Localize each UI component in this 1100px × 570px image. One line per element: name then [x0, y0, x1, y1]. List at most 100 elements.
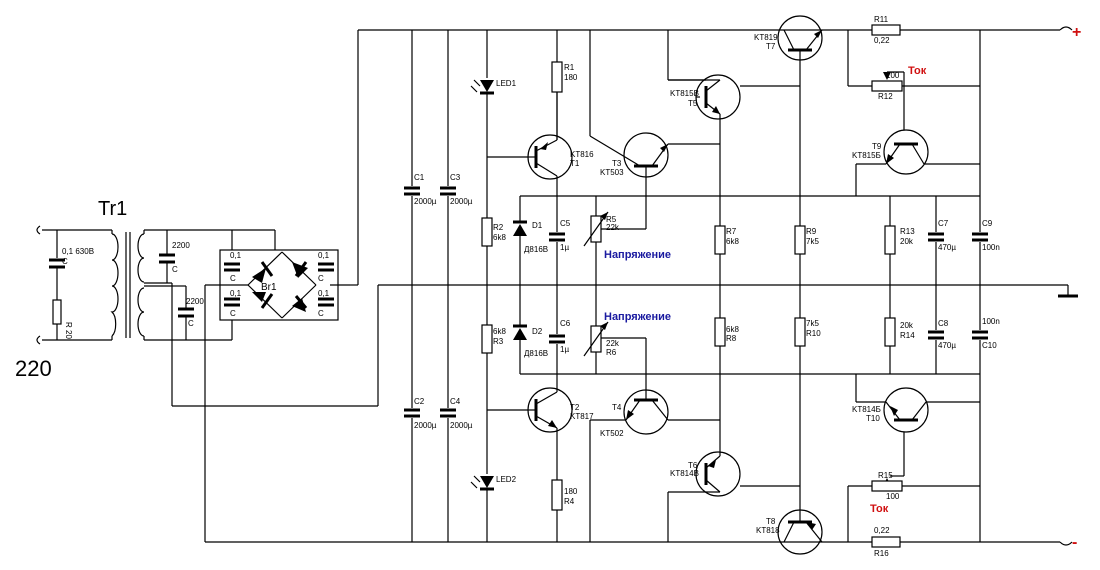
- filter-caps-2200: [159, 230, 194, 340]
- t5-label: T5: [688, 99, 698, 108]
- c1-value: 2000µ: [414, 197, 437, 206]
- r2-label: R2: [493, 223, 504, 232]
- r4-value: 180: [564, 487, 578, 496]
- t1-type: KT816: [570, 150, 594, 159]
- electrolytics: [404, 30, 456, 542]
- r4-label: R4: [564, 497, 575, 506]
- led1-label: LED1: [496, 79, 517, 88]
- r15-value: 100: [886, 492, 900, 501]
- current-limit: [847, 24, 988, 548]
- upper-reference: [513, 30, 980, 285]
- voltage-adjust-label-lower: Напряжение: [604, 311, 671, 323]
- c5-label: C5: [560, 219, 571, 228]
- c2-label: C2: [414, 397, 425, 406]
- c2200b-type: C: [188, 319, 194, 328]
- c2-value: 2000µ: [414, 421, 437, 430]
- positive-terminal-label: +: [1072, 24, 1081, 41]
- c5-value: 1µ: [560, 243, 569, 252]
- c2200b-label: 2200: [186, 297, 204, 306]
- r15-label: R15: [878, 471, 893, 480]
- led-column: [470, 30, 528, 542]
- r1-value: 180: [564, 73, 578, 82]
- r10-value: 7k5: [806, 319, 819, 328]
- input-res-label: R 20: [64, 322, 73, 339]
- c3-value: 2000µ: [450, 197, 473, 206]
- t10-label: T10: [866, 414, 880, 423]
- r3-value: 6k8: [493, 327, 506, 336]
- d2-label: D2: [532, 327, 543, 336]
- t9-label: T9: [872, 142, 882, 151]
- voltage-adjust-label-upper: Напряжение: [604, 249, 671, 261]
- d2-value: Д816В: [524, 349, 548, 358]
- r12-value: 100: [886, 71, 900, 80]
- br-c2-label: 0,1: [230, 289, 242, 298]
- t3-type: KT503: [600, 168, 624, 177]
- br-c2-type: C: [230, 309, 236, 318]
- br-c1-type: C: [230, 274, 236, 283]
- transformer-label: Tr1: [98, 198, 127, 220]
- br-c4-label: 0,1: [318, 289, 330, 298]
- r14-value: 20k: [900, 321, 914, 330]
- negative-terminal-label: -: [1072, 534, 1077, 551]
- r13-value: 20k: [900, 237, 914, 246]
- r10-label: R10: [806, 329, 821, 338]
- mains-input: [36, 225, 113, 345]
- c8-value: 470µ: [938, 341, 956, 350]
- c9-value: 100n: [982, 243, 1000, 252]
- transformer-tr1: [110, 229, 379, 407]
- c4-value: 2000µ: [450, 421, 473, 430]
- r16-value: 0,22: [874, 526, 890, 535]
- current-adjust-label-lower: Ток: [870, 503, 889, 515]
- c10-label: C10: [982, 341, 997, 350]
- current-adjust-label-upper: Ток: [908, 65, 927, 77]
- br-c3-label: 0,1: [318, 251, 330, 260]
- r3-label: R3: [493, 337, 504, 346]
- r7-label: R7: [726, 227, 737, 236]
- c9-label: C9: [982, 219, 993, 228]
- r9-value: 7k5: [806, 237, 819, 246]
- c1-label: C1: [414, 173, 425, 182]
- t10-type: KT814Б: [852, 405, 881, 414]
- d1-value: Д816В: [524, 245, 548, 254]
- r11-label: R11: [874, 15, 889, 24]
- r9-label: R9: [806, 227, 817, 236]
- t8-label: T8: [766, 517, 776, 526]
- bridge-label: Br1: [261, 282, 277, 293]
- bridge-br1: [204, 30, 359, 542]
- t7-label: T7: [766, 42, 776, 51]
- br-c3-type: C: [318, 274, 324, 283]
- c6-value: 1µ: [560, 345, 569, 354]
- c4-label: C4: [450, 397, 461, 406]
- r11-value: 0,22: [874, 36, 890, 45]
- r6-value: 22k: [606, 339, 620, 348]
- t4-label: T4: [612, 403, 622, 412]
- br-c1-label: 0,1: [230, 251, 242, 260]
- br-c4-type: C: [318, 309, 324, 318]
- led2-label: LED2: [496, 475, 517, 484]
- r6-label: R6: [606, 348, 617, 357]
- c2200a-type: C: [172, 265, 178, 274]
- r2-value: 6k8: [493, 233, 506, 242]
- rails: [205, 26, 1078, 546]
- t5-type: KT815В: [670, 89, 699, 98]
- t2-type: KT817: [570, 412, 594, 421]
- t6-label: T6: [688, 461, 698, 470]
- t9-type: KT815Б: [852, 151, 881, 160]
- r8-value: 6k8: [726, 325, 739, 334]
- t8-type: KT818: [756, 526, 780, 535]
- c7-value: 470µ: [938, 243, 956, 252]
- c8-label: C8: [938, 319, 949, 328]
- t4-type: KT502: [600, 429, 624, 438]
- t6-type: KT814В: [670, 469, 699, 478]
- output-stage: [777, 15, 823, 555]
- c2200a-label: 2200: [172, 241, 190, 250]
- t7-type: KT819: [754, 33, 778, 42]
- c6-label: C6: [560, 319, 571, 328]
- mains-voltage-label: 220: [15, 356, 52, 381]
- r1-label: R1: [564, 63, 575, 72]
- c7-label: C7: [938, 219, 949, 228]
- r14-label: R14: [900, 331, 915, 340]
- r5-label: R5: [606, 215, 617, 224]
